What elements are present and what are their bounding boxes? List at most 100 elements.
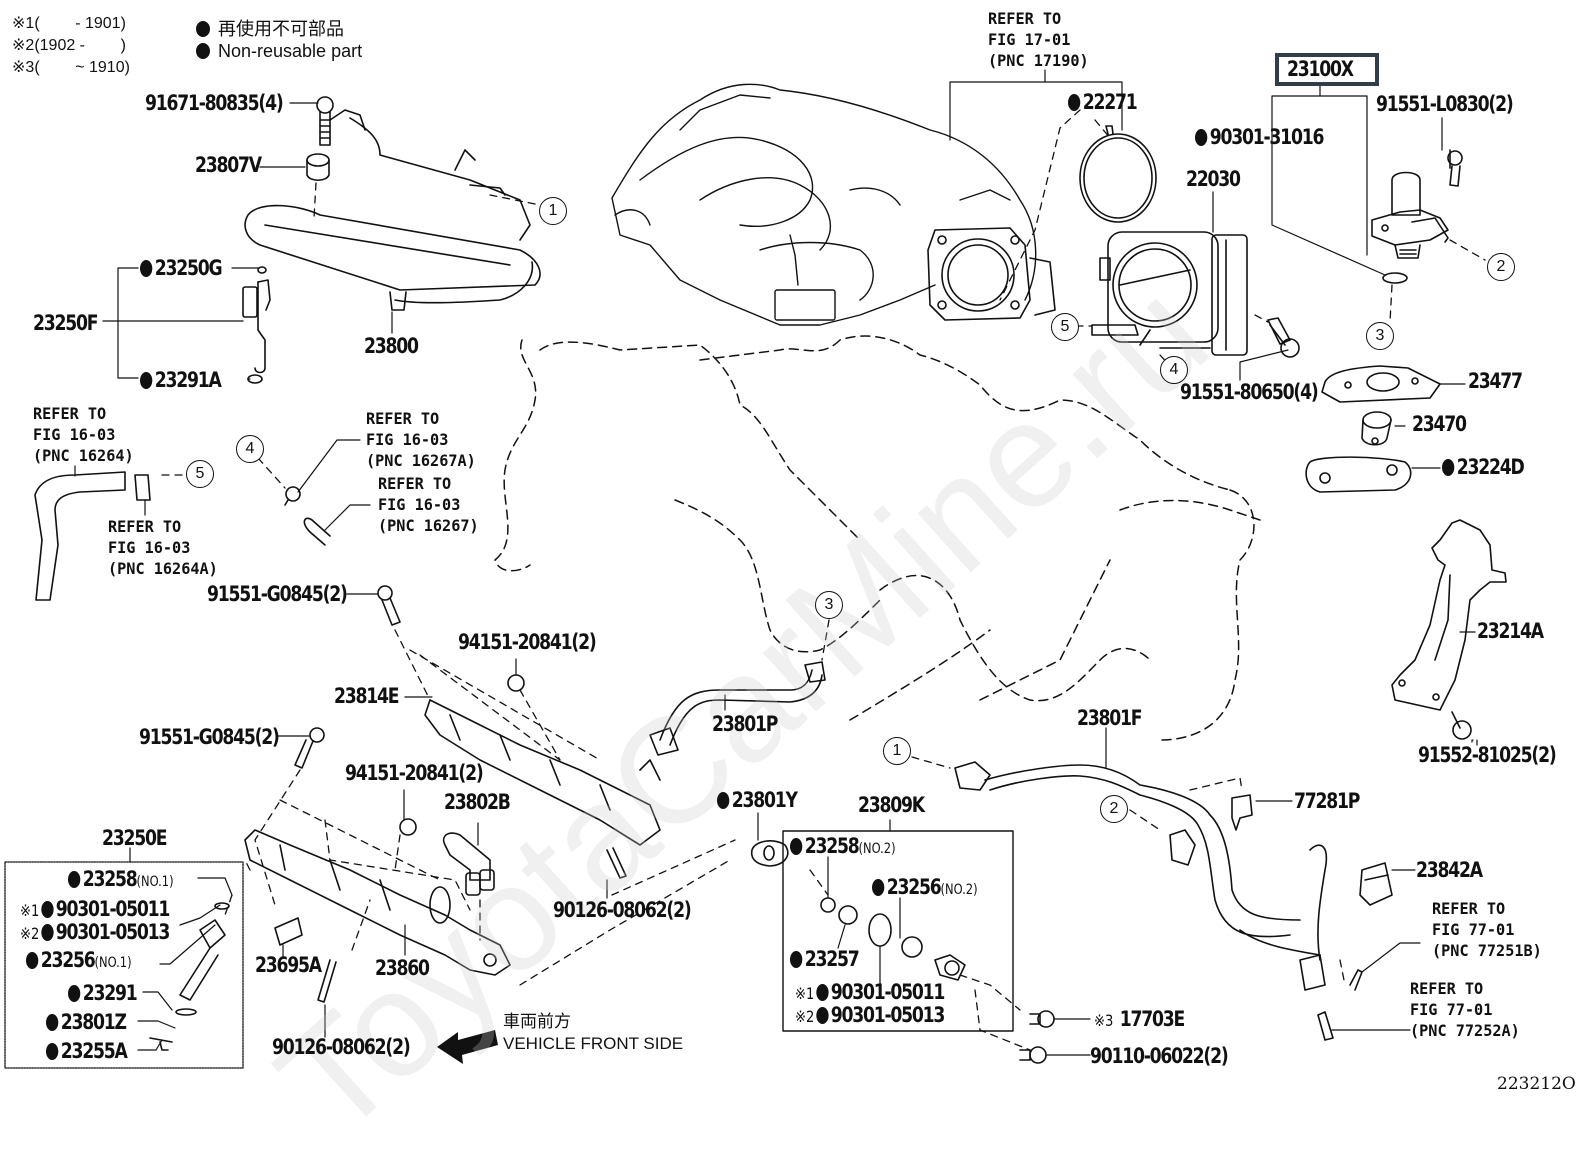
ref-fig-16-03-pnc-16267[interactable]: REFER TO FIG 16-03 (PNC 16267)	[378, 474, 479, 535]
part-23695a[interactable]: 23695A	[255, 953, 322, 977]
part-94151-20841-upper[interactable]: 94151-20841(2)	[458, 630, 597, 654]
part-23807v[interactable]: 23807V	[195, 153, 262, 177]
non-reusable-dot-icon	[40, 924, 54, 941]
part-23800[interactable]: 23800	[364, 334, 419, 358]
ref-fig-77-01-pnc-77251b[interactable]: REFER TO FIG 77-01 (PNC 77251B)	[1432, 899, 1542, 960]
part-23224d[interactable]: 23224D	[1442, 457, 1525, 478]
part-91551-g0845-upper[interactable]: 91551-G0845(2)	[207, 582, 348, 606]
part-90110-06022[interactable]: 90110-06022(2)	[1090, 1044, 1229, 1068]
non-reusable-dot-icon	[1195, 129, 1208, 146]
part-94151-20841-lower[interactable]: 94151-20841(2)	[345, 761, 484, 785]
legend-variants: ※1( - 1901) ※2(1902 - ) ※3( ~ 1910)	[12, 13, 130, 79]
part-23470[interactable]: 23470	[1412, 412, 1467, 436]
part-23291a[interactable]: 23291A	[140, 370, 222, 391]
kit-23250e-item-23258[interactable]: 23258(NO.1)	[68, 869, 174, 890]
part-91551-l0830[interactable]: 91551-L0830(2)	[1376, 92, 1514, 116]
non-reusable-dot-icon	[815, 1007, 829, 1024]
stud-90126-08062-left-sketch	[317, 959, 337, 1003]
non-reusable-dot-icon	[196, 43, 210, 59]
engine-phantom-outline	[494, 335, 1261, 741]
part-91671-80835[interactable]: 91671-80835(4)	[145, 91, 284, 115]
non-reusable-dot-icon	[196, 21, 210, 37]
part-91551-g0845-lower[interactable]: 91551-G0845(2)	[139, 725, 280, 749]
intake-manifold-sketch	[611, 83, 1037, 326]
parts-diagram: ToyotaCarMine.ru ※1( - 1901) ※2(1902 - )…	[4, 9, 1576, 1166]
part-23801p[interactable]: 23801P	[712, 712, 778, 736]
ref-fig-77-01-pnc-77252a[interactable]: REFER TO FIG 77-01 (PNC 77252A)	[1410, 979, 1520, 1040]
leader-lines	[74, 69, 1478, 1056]
kit-23250e-item-23801z[interactable]: 23801Z	[46, 1012, 127, 1033]
legend-variant-3: ※3( ~ 1910)	[12, 59, 130, 76]
vehicle-front-label: 車両前方 VEHICLE FRONT SIDE	[503, 1011, 683, 1055]
non-reusable-dot-icon	[872, 879, 885, 896]
kit-23250e-item-23256[interactable]: 23256(NO.1)	[26, 950, 132, 971]
diagram-artwork	[4, 69, 1507, 1069]
part-23100x-box[interactable]: 23100X	[1275, 53, 1380, 86]
kit-23809k-item-23256[interactable]: 23256(NO.2)	[872, 877, 978, 898]
bolt-91551-g0845-upper-sketch	[377, 585, 401, 626]
connector-23695a-sketch	[274, 917, 303, 946]
part-23477[interactable]: 23477	[1468, 369, 1523, 393]
callout-2-upper: 2	[1487, 253, 1515, 281]
ref-fig-16-03-pnc-16264a[interactable]: REFER TO FIG 16-03 (PNC 16264A)	[108, 517, 218, 578]
fuel-pipe-23801p-sketch	[649, 661, 826, 756]
kit-23250e-injector-sketch	[149, 902, 230, 1051]
legend-non-reusable-en: Non-reusable part	[196, 41, 362, 62]
part-90301-31016[interactable]: 90301-31016	[1195, 127, 1324, 148]
part-22030[interactable]: 22030	[1186, 167, 1241, 191]
callout-3-lower: 3	[815, 591, 843, 619]
non-reusable-dot-icon	[815, 984, 829, 1001]
part-77281p[interactable]: 77281P	[1294, 789, 1360, 813]
kit-23250e-item-23291[interactable]: 23291	[68, 983, 138, 1004]
part-23250e[interactable]: 23250E	[102, 826, 168, 850]
non-reusable-dot-icon	[46, 1043, 59, 1060]
part-23250g[interactable]: 23250G	[140, 258, 223, 279]
part-90126-08062-left[interactable]: 90126-08062(2)	[272, 1035, 411, 1059]
callout-1-lower: 1	[883, 737, 911, 765]
plate-23477-sketch	[1321, 365, 1441, 403]
part-23801y[interactable]: 23801Y	[717, 790, 798, 811]
legend-variant-1: ※1( - 1901)	[12, 15, 126, 32]
callout-5-lower: 5	[186, 460, 214, 488]
ref-fig-17-01-pnc-17190[interactable]: REFER TO FIG 17-01 (PNC 17190)	[988, 9, 1089, 70]
gasket-23801y-sketch	[750, 840, 789, 867]
part-90126-08062-right[interactable]: 90126-08062(2)	[553, 898, 692, 922]
part-22271[interactable]: 22271	[1068, 92, 1138, 113]
tube-77252a-sketch	[1317, 1011, 1334, 1041]
bolt-91551-80650-sketch	[1267, 317, 1300, 358]
fuel-rail-23860-sketch	[244, 829, 511, 976]
non-reusable-dot-icon	[790, 951, 803, 968]
figure-code: 223212O	[1497, 1074, 1576, 1094]
part-23802b[interactable]: 23802B	[444, 790, 511, 814]
part-23860[interactable]: 23860	[375, 956, 430, 980]
gasket-23224d-sketch	[1305, 456, 1412, 493]
part-23842a[interactable]: 23842A	[1416, 858, 1483, 882]
part-91551-80650[interactable]: 91551-80650(4)	[1180, 380, 1319, 404]
bolt-17703e-sketch	[1029, 1010, 1055, 1028]
kit-23809k-item-23258[interactable]: 23258(NO.2)	[790, 836, 896, 857]
part-91552-81025[interactable]: 91552-81025(2)	[1418, 743, 1557, 767]
connector-23842a-sketch	[1359, 862, 1393, 906]
non-reusable-dot-icon	[717, 792, 730, 809]
ref-fig-16-03-pnc-16267a[interactable]: REFER TO FIG 16-03 (PNC 16267A)	[366, 409, 476, 470]
ref-fig-16-03-pnc-16264[interactable]: REFER TO FIG 16-03 (PNC 16264)	[33, 404, 134, 465]
part-23809k[interactable]: 23809K	[858, 793, 925, 817]
non-reusable-dot-icon	[68, 871, 81, 888]
part-17703e[interactable]: ※3 17703E	[1094, 1007, 1185, 1031]
hose-16267-sketch	[303, 517, 331, 546]
part-23801f[interactable]: 23801F	[1077, 706, 1143, 730]
non-reusable-dot-icon	[1442, 459, 1455, 476]
kit-23809k-item-23257[interactable]: 23257	[790, 949, 860, 970]
bolt-91671-80835-sketch	[316, 96, 334, 146]
lifter-23470-sketch	[1361, 411, 1392, 446]
part-23214a[interactable]: 23214A	[1477, 619, 1544, 643]
front-direction-arrow	[437, 1030, 498, 1064]
kit-23809k-frame	[782, 830, 1014, 1032]
kit-23250e-item-23255a[interactable]: 23255A	[46, 1041, 128, 1062]
part-23814e[interactable]: 23814E	[334, 684, 400, 708]
part-23250f[interactable]: 23250F	[33, 311, 99, 335]
